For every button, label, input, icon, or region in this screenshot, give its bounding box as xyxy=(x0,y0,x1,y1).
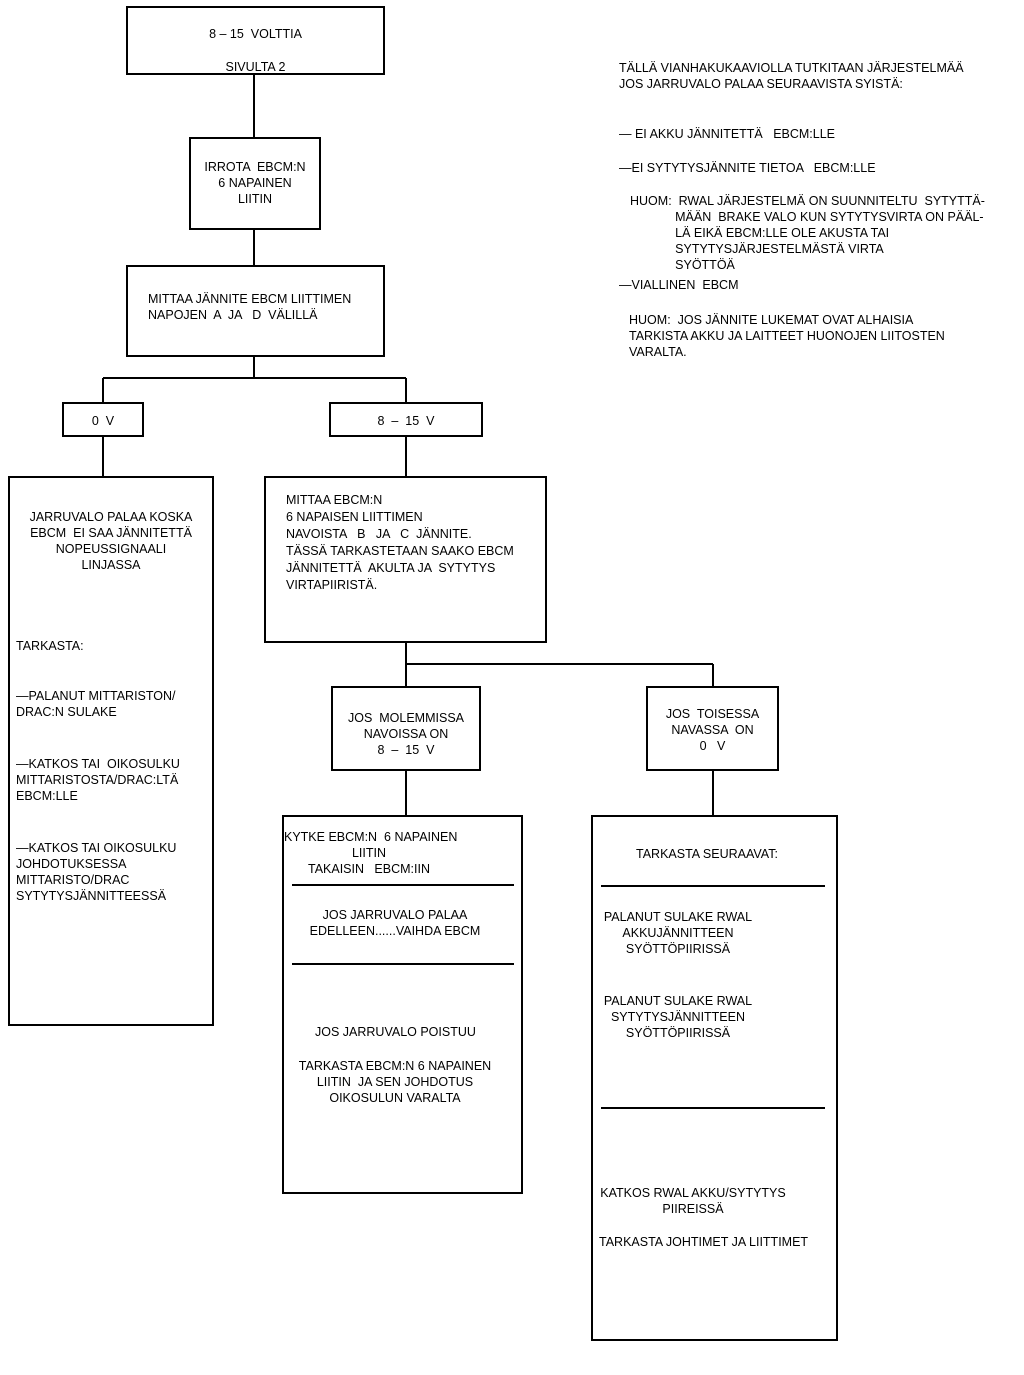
reconnect-box: KYTKE EBCM:N 6 NAPAINEN LIITIN TAKAISIN … xyxy=(282,815,523,1194)
left-result-top: JARRUVALO PALAA KOSKA EBCM EI SAA JÄNNIT… xyxy=(29,510,193,572)
checklist-item-3: KATKOS RWAL AKKU/SYTYTYS PIIREISSÄ xyxy=(600,1186,786,1216)
branch-8-15v-label: 8 – 15 V xyxy=(377,414,435,428)
both-8-15v-box: JOS MOLEMMISSA NAVOISSA ON 8 – 15 V xyxy=(331,686,481,771)
notes-huom-1: HUOM: RWAL JÄRJESTELMÄ ON SUUNNITELTU SY… xyxy=(630,194,985,272)
notes-intro: TÄLLÄ VIANHAKUKAAVIOLLA TUTKITAAN JÄRJES… xyxy=(619,61,964,91)
left-result-box: JARRUVALO PALAA KOSKA EBCM EI SAA JÄNNIT… xyxy=(8,476,214,1026)
notes-item-2: —EI SYTYTYSJÄNNITE TIETOA EBCM:LLE xyxy=(619,161,876,175)
left-item-2: —KATKOS TAI OIKOSULKU MITTARISTOSTA/DRAC… xyxy=(16,757,180,803)
disconnect-text: IRROTA EBCM:N 6 NAPAINEN LIITIN xyxy=(204,160,306,206)
divider xyxy=(601,1107,825,1109)
one-0v-box: JOS TOISESSA NAVASSA ON 0 V xyxy=(646,686,779,771)
branch-0v-label: 0 V xyxy=(91,414,115,428)
checklist-item-1: PALANUT SULAKE RWAL AKKUJÄNNITTEEN SYÖTT… xyxy=(603,910,753,956)
checklist-item-4: TARKASTA JOHTIMET JA LIITTIMET xyxy=(599,1235,809,1249)
left-item-1: —PALANUT MITTARISTON/ DRAC:N SULAKE xyxy=(16,689,176,719)
left-item-3: —KATKOS TAI OIKOSULKU JOHDOTUKSESSA MITT… xyxy=(16,841,177,903)
notes-huom-2: HUOM: JOS JÄNNITE LUKEMAT OVAT ALHAISIA … xyxy=(629,313,945,359)
one-0v-text: JOS TOISESSA NAVASSA ON 0 V xyxy=(665,707,760,753)
reconnect-step-1: KYTKE EBCM:N 6 NAPAINEN LIITIN TAKAISIN … xyxy=(284,830,458,876)
measure-bc-box: MITTAA EBCM:N 6 NAPAISEN LIITTIMEN NAVOI… xyxy=(264,476,547,643)
reconnect-step-3: JOS JARRUVALO POISTUU xyxy=(315,1025,476,1039)
start-line2: SIVULTA 2 xyxy=(225,60,286,74)
checklist-header: TARKASTA SEURAAVAT: xyxy=(636,847,778,861)
divider xyxy=(601,885,825,887)
left-check-label: TARKASTA: xyxy=(16,639,84,653)
branch-8-15v-box: 8 – 15 V xyxy=(329,402,483,437)
measure-bc-text: MITTAA EBCM:N 6 NAPAISEN LIITTIMEN NAVOI… xyxy=(286,493,514,592)
measure-ad-text: MITTAA JÄNNITE EBCM LIITTIMEN NAPOJEN A … xyxy=(148,292,352,322)
both-8-15v-text: JOS MOLEMMISSA NAVOISSA ON 8 – 15 V xyxy=(348,711,464,757)
reconnect-step-2: JOS JARRUVALO PALAA EDELLEEN......VAIHDA… xyxy=(309,908,481,938)
start-line1: 8 – 15 VOLTTIA xyxy=(209,27,302,41)
notes-item-3: —VIALLINEN EBCM xyxy=(619,278,739,292)
checklist-item-2: PALANUT SULAKE RWAL SYTYTYSJÄNNITTEEN SY… xyxy=(603,994,753,1040)
notes-item-1: — EI AKKU JÄNNITETTÄ EBCM:LLE xyxy=(619,127,836,141)
divider xyxy=(292,884,514,886)
measure-ad-box: MITTAA JÄNNITE EBCM LIITTIMEN NAPOJEN A … xyxy=(126,265,385,357)
disconnect-box: IRROTA EBCM:N 6 NAPAINEN LIITIN xyxy=(189,137,321,230)
checklist-box: TARKASTA SEURAAVAT: PALANUT SULAKE RWAL … xyxy=(591,815,838,1341)
start-box: 8 – 15 VOLTTIA SIVULTA 2 xyxy=(126,6,385,75)
branch-0v-box: 0 V xyxy=(62,402,144,437)
divider xyxy=(292,963,514,965)
reconnect-step-4: TARKASTA EBCM:N 6 NAPAINEN LIITIN JA SEN… xyxy=(298,1059,492,1105)
